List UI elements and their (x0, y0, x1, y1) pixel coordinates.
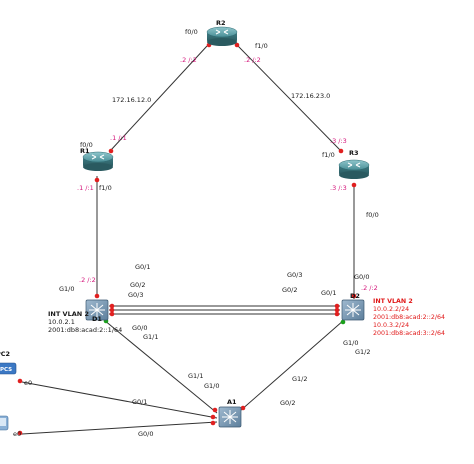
addr-r3-top: .3 /:3 (330, 137, 347, 145)
if-a1-g01: G0/1 (132, 398, 148, 406)
if-d2-g03: G0/3 (287, 271, 303, 279)
vlan-d2-ipv4-a: 10.0.2.2/24 (373, 306, 409, 313)
vlan-note-d1: INT VLAN 2 10.0.2.1 2001:db8:acad:2::1/6… (48, 310, 122, 334)
vlan-d1-ipv4: 10.0.2.1 (48, 318, 75, 326)
vlan-d2-ipv4-b: 10.0.3.2/24 (373, 322, 409, 329)
pc-icon (0, 415, 9, 431)
pc3[interactable] (0, 415, 9, 431)
vlan-d2-title: INT VLAN 2 (373, 298, 413, 305)
pc2[interactable]: PC2 PCS (0, 350, 17, 375)
addr-d2-top: .2 /:2 (361, 284, 378, 292)
addr-r3-bottom: .3 /:3 (330, 184, 347, 192)
router-r3[interactable]: R3 (338, 149, 370, 179)
vlan-d1-title: INT VLAN 2 (48, 310, 89, 318)
if-r1-f00: f0/0 (80, 141, 93, 149)
multilayer-switch-icon (218, 406, 242, 428)
if-d1-g02: G0/2 (130, 281, 146, 289)
addr-r1-top: .1 /:1 (110, 134, 127, 142)
router-r1[interactable]: R1 (80, 147, 114, 171)
vlan-d1-ipv6: 2001:db8:acad:2::1/64 (48, 326, 122, 334)
router-r2[interactable]: R2 (206, 19, 238, 46)
if-r3-f00: f0/0 (366, 211, 379, 219)
links (21, 45, 355, 435)
if-d2-g02: G0/2 (282, 286, 298, 294)
if-d2-g10: G1/0 (343, 339, 359, 347)
link-r2-r1[interactable] (110, 45, 208, 151)
if-d2-g00: G0/0 (354, 273, 370, 281)
router-icon (338, 159, 370, 179)
addr-r1-bottom: .1 /:1 (77, 184, 94, 192)
addr-d1-top: .2 /:2 (79, 276, 96, 284)
router-r3-label: R3 (349, 149, 359, 157)
vlan-d2-ipv6-a: 2001:db8:acad:2::2/64 (373, 314, 445, 321)
multilayer-switch-icon (85, 299, 109, 321)
if-d2-g12: G1/2 (355, 348, 371, 356)
if-d2-g01: G0/1 (321, 289, 337, 297)
network-label-r1-r2: 172.16.12.0 (112, 96, 151, 104)
vlan-d2-ipv6-b: 2001:db8:acad:3::2/64 (373, 330, 445, 337)
switch-a1[interactable]: A1 (218, 398, 242, 428)
if-r2-f10: f1/0 (255, 42, 268, 50)
if-a1-g11: G1/1 (188, 372, 204, 380)
if-pc2-e0: e0 (24, 379, 32, 387)
if-r2-f00: f0/0 (185, 28, 198, 36)
switch-d2[interactable]: D2 (341, 292, 365, 321)
if-d1-g10: G1/0 (59, 285, 75, 293)
link-d1-a1[interactable] (103, 319, 218, 414)
if-d1-g03: G0/3 (128, 291, 144, 299)
multilayer-switch-icon (341, 299, 365, 321)
if-a1-g10: G1/0 (204, 382, 220, 390)
pc-icon: PCS (0, 362, 17, 375)
router-icon (82, 151, 114, 171)
link-r2-r3[interactable] (237, 45, 342, 152)
addr-r2-right: .2 /:2 (244, 56, 261, 64)
if-r1-f10: f1/0 (99, 184, 112, 192)
if-pc3-e0: e0 (13, 430, 21, 438)
switch-a1-label: A1 (227, 398, 237, 406)
switch-d2-label: D2 (350, 292, 360, 300)
interface-labels: f0/0 f1/0 f0/0 f1/0 f1/0 f0/0 G1/0 G0/1 … (13, 28, 379, 438)
router-r2-label: R2 (216, 19, 226, 27)
port-indicators (17, 42, 357, 436)
if-d1-g01: G0/1 (135, 263, 151, 271)
link-d2-a1[interactable] (239, 319, 345, 412)
if-d1-g00: G0/0 (132, 324, 148, 332)
if-d1-g11: G1/1 (143, 333, 159, 341)
router-r1-label: R1 (80, 147, 90, 155)
pc2-label: PC2 (0, 350, 10, 358)
if-a1-g00: G0/0 (138, 430, 154, 438)
if-r3-f10: f1/0 (322, 151, 335, 159)
vlan-note-d2: INT VLAN 2 10.0.2.2/24 2001:db8:acad:2::… (373, 298, 445, 337)
switch-d1-label: D1 (92, 315, 102, 323)
network-label-r2-r3: 172.16.23.0 (291, 92, 330, 100)
address-labels: .2 /:2 .2 /:2 .1 /:1 .1 /:1 .3 /:3 .3 /:… (77, 56, 378, 292)
router-icon (206, 26, 238, 46)
if-a1-g12: G1/2 (292, 375, 308, 383)
if-a1-g02: G0/2 (280, 399, 296, 407)
pc2-badge: PCS (0, 367, 12, 373)
switch-d1[interactable]: D1 (85, 299, 109, 323)
link-pc2-a1[interactable] (21, 381, 218, 419)
addr-r2-left: .2 /:2 (180, 56, 197, 64)
link-pc3-a1[interactable] (21, 421, 218, 435)
